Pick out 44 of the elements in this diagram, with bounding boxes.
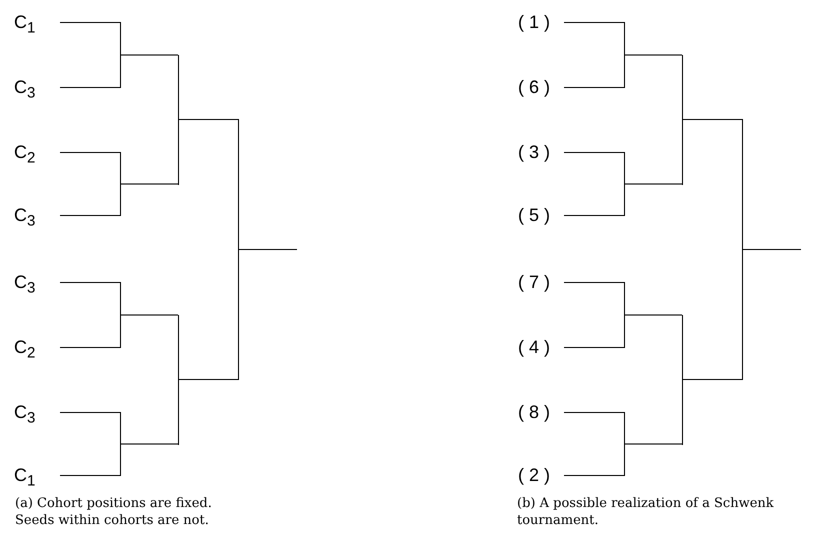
seed-label: ( 7 ) [518,270,550,294]
connector-line [624,314,682,316]
connector-line [178,119,238,120]
connector-line [60,22,120,23]
seed-label: ( 4 ) [518,335,550,359]
connector-line [564,87,624,88]
connector-line [624,54,682,56]
seed-label: ( 5 ) [518,203,550,227]
subfigure-caption: (a) Cohort positions are fixed. Seeds within cohorts are not. [15,495,213,529]
connector-line [682,119,742,120]
seed-label: ( 6 ) [518,75,550,99]
seed-label: C$_{1}$ [14,463,36,487]
connector-line [60,282,120,283]
connector-line [60,475,120,476]
connector-line [60,152,120,153]
connector-line [564,475,624,476]
connector-line [564,412,624,413]
connector-line [120,54,178,56]
seed-label: ( 1 ) [518,10,550,34]
connector-line [238,249,298,250]
connector-line [564,282,624,283]
seed-label: C$_{3}$ [14,400,36,424]
seed-label: C$_{3}$ [14,203,36,227]
connector-line [60,412,120,413]
connector-line [564,22,624,23]
seed-label: ( 2 ) [518,463,550,487]
connector-line [742,249,802,250]
seed-label: C$_{3}$ [14,75,36,99]
connector-line [564,215,624,216]
connector-line [682,379,742,380]
connector-line [564,347,624,348]
seed-label: C$_{1}$ [14,10,36,34]
connector-line [60,347,120,348]
subfigure-caption: (b) A possible realization of a Schwenk tournament. [517,495,775,529]
seed-label: ( 8 ) [518,400,550,424]
seed-label: C$_{2}$ [14,140,36,164]
connector-line [60,87,120,88]
seed-label: C$_{3}$ [14,270,36,294]
connector-line [178,379,238,380]
connector-line [564,152,624,153]
connector-line [60,215,120,216]
seed-label: C$_{2}$ [14,335,36,359]
seed-label: ( 3 ) [518,140,550,164]
connector-line [120,314,178,316]
